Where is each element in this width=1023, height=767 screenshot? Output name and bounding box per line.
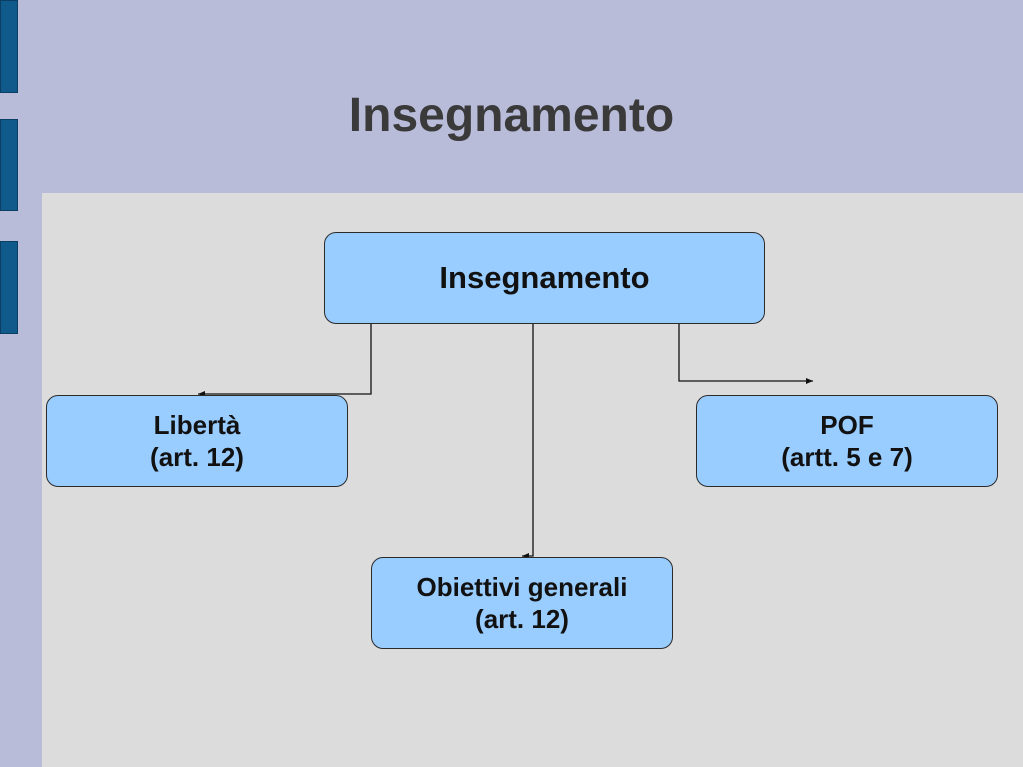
node-obiettivi-generali: Obiettivi generali (art. 12) xyxy=(371,557,673,649)
side-tab-decoration xyxy=(0,119,18,211)
node-insegnamento-label: Insegnamento xyxy=(439,259,650,295)
node-pof: POF (artt. 5 e 7) xyxy=(696,395,998,487)
side-tab-decoration xyxy=(0,241,18,334)
node-liberta-title: Libertà xyxy=(153,409,241,440)
node-pof-title: POF xyxy=(820,409,874,440)
node-obiettivi-title: Obiettivi generali xyxy=(416,571,628,602)
node-liberta: Libertà (art. 12) xyxy=(46,395,348,487)
slide-title: Insegnamento xyxy=(348,89,675,142)
node-insegnamento: Insegnamento xyxy=(324,232,765,324)
node-pof-reference: (artt. 5 e 7) xyxy=(781,442,913,472)
node-liberta-reference: (art. 12) xyxy=(150,442,244,472)
node-obiettivi-reference: (art. 12) xyxy=(475,604,569,634)
side-tab-decoration xyxy=(0,0,18,93)
